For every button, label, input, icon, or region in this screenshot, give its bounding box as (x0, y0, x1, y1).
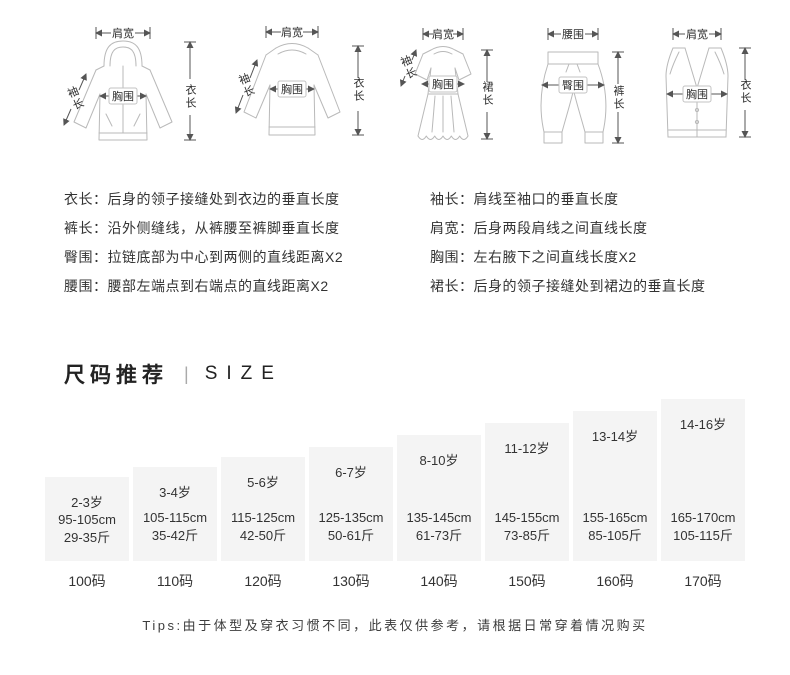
pants-measure-lines (540, 28, 624, 144)
dress-diagram: 肩宽 袖长 胸围 裙长 (397, 27, 494, 140)
definition-shoulder-width: 肩宽：后身两段肩线之间直线长度 (430, 220, 648, 236)
age-range: 6-7岁 (335, 465, 367, 480)
height-range: 95-105cm (58, 512, 116, 527)
height-range: 125-135cm (318, 510, 384, 525)
size-code: 100码 (68, 573, 106, 589)
weight-range: 105-115斤 (673, 528, 733, 543)
size-code: 170码 (684, 573, 722, 589)
age-range: 5-6岁 (247, 475, 279, 490)
pants-hip-label: 臀围 (562, 79, 584, 92)
jacket-chest-label: 胸围 (112, 89, 134, 103)
definition-garment-length: 衣长：后身的领子接缝处到衣边的垂直长度 (64, 191, 340, 207)
hooded-jacket-diagram: 肩宽 袖长 胸围 衣长 (63, 26, 197, 141)
pants-diagram: 腰围 臀围 裤长 (540, 28, 625, 144)
height-range: 165-170cm (670, 510, 736, 525)
size-code: 120码 (244, 573, 282, 589)
definition-pants-length: 裤长：沿外侧缝线，从裤腰至裤脚垂直长度 (64, 220, 340, 236)
size-range-box-100: 2-3岁 95-105cm 29-35斤 (45, 477, 129, 561)
size-section-title: 尺码推荐 | SIZE (64, 359, 790, 389)
age-range: 13-14岁 (591, 429, 639, 444)
age-range: 8-10岁 (419, 453, 459, 468)
weight-range: 29-35斤 (63, 530, 111, 545)
definition-skirt-length: 裙长：后身的领子接缝处到裙边的垂直长度 (430, 278, 706, 294)
weight-range: 61-73斤 (415, 528, 463, 543)
sweatshirt-chest-label-box (277, 80, 307, 98)
height-range: 105-115cm (142, 510, 208, 525)
vest-chest-label-box (682, 85, 712, 103)
size-range-box-120: 5-6岁 115-125cm 42-50斤 (221, 457, 305, 561)
dress-shoulder-label: 肩宽 (432, 27, 454, 41)
jacket-shoulder-label: 肩宽 (112, 26, 134, 40)
jacket-chest-label-box (108, 87, 138, 105)
size-range-box-140: 8-10岁 135-145cm 61-73斤 (397, 435, 481, 561)
weight-range: 85-105斤 (588, 528, 642, 543)
definitions-right-column: 袖长：肩线至袖口的垂直长度 肩宽：后身两段肩线之间直线长度 胸围：左右腋下之间直… (430, 185, 750, 301)
sweatshirt-measure-lines (235, 26, 365, 136)
dress-skirt-length-label: 裙长 (481, 81, 494, 107)
vest-measure-lines (666, 28, 751, 138)
definition-chest: 胸围：左右腋下之间直线长度X2 (430, 249, 637, 265)
dress-chest-label: 胸围 (432, 77, 454, 91)
weight-range: 50-61斤 (327, 528, 375, 543)
sweatshirt-diagram: 肩宽 袖长 胸围 衣长 (235, 25, 365, 136)
size-code: 140码 (420, 573, 458, 589)
jacket-sleeve-label: 袖长 (64, 83, 86, 113)
pants-waist-label: 腰围 (562, 28, 584, 41)
size-code: 110码 (156, 573, 194, 589)
pants-hip-label-box (558, 76, 588, 94)
size-title-cn: 尺码推荐 (64, 364, 168, 387)
size-chart: 2-3岁 95-105cm 29-35斤 3-4岁 105-115cm 35-4… (45, 399, 745, 561)
weight-range: 73-85斤 (503, 528, 551, 543)
age-range: 11-12岁 (504, 441, 550, 456)
pants-outline (540, 51, 607, 144)
sweatshirt-length-label: 衣长 (352, 76, 365, 103)
vest-diagram: 肩宽 胸围 衣长 (665, 27, 752, 138)
definition-hip: 臀围：拉链底部为中心到两侧的直线距离X2 (64, 249, 344, 265)
age-range: 3-4岁 (159, 485, 191, 500)
vest-length-label: 衣长 (739, 78, 752, 105)
tips-text: Tips:由于体型及穿衣习惯不同，此表仅供参考，请根据日常穿着情况购买 (142, 618, 648, 633)
size-range-box-150: 11-12岁 145-155cm 73-85斤 (485, 423, 569, 561)
pants-length-label: 裤长 (612, 84, 625, 111)
height-range: 135-145cm (406, 510, 472, 525)
jacket-length-label: 衣长 (184, 83, 197, 110)
measure-definitions: 衣长：后身的领子接缝处到衣边的垂直长度 裤长：沿外侧缝线，从裤腰至裤脚垂直长度 … (0, 167, 790, 301)
weight-range: 42-50斤 (239, 528, 287, 543)
size-range-box-110: 3-4岁 105-115cm 35-42斤 (133, 467, 217, 561)
vest-chest-label: 胸围 (686, 87, 708, 101)
measurement-diagrams: 肩宽 袖长 胸围 衣长 (0, 0, 790, 167)
size-range-box-130: 6-7岁 125-135cm 50-61斤 (309, 447, 393, 561)
size-code-row: 100码 110码 120码 130码 140码 150码 160码 170码 (45, 571, 745, 591)
vest-shoulder-label: 肩宽 (686, 27, 708, 41)
dress-outline (414, 46, 471, 140)
sweatshirt-sleeve-label: 袖长 (236, 70, 257, 100)
sweatshirt-chest-label: 胸围 (281, 82, 303, 96)
size-code: 150码 (508, 573, 546, 589)
definitions-left-column: 衣长：后身的领子接缝处到衣边的垂直长度 裤长：沿外侧缝线，从裤腰至裤脚垂直长度 … (64, 185, 430, 301)
age-range: 14-16岁 (679, 417, 727, 432)
height-range: 145-155cm (494, 510, 560, 525)
age-range: 2-3岁 (71, 495, 103, 510)
size-title-en: SIZE (204, 363, 283, 384)
jacket-measure-lines (63, 27, 196, 141)
size-range-box-160: 13-14岁 155-165cm 85-105斤 (573, 411, 657, 561)
title-divider: | (184, 363, 189, 384)
height-range: 115-125cm (230, 510, 296, 525)
definition-waist: 腰围：腰部左端点到右端点的直线距离X2 (64, 278, 329, 294)
definition-sleeve-length: 袖长：肩线至袖口的垂直长度 (430, 191, 619, 207)
dress-measure-lines (399, 28, 493, 140)
size-code: 130码 (332, 573, 370, 589)
size-code: 160码 (596, 573, 634, 589)
dress-chest-label-box (428, 75, 457, 93)
sweatshirt-shoulder-label: 肩宽 (281, 25, 303, 39)
size-range-box-170: 14-16岁 165-170cm 105-115斤 (661, 399, 745, 561)
weight-range: 35-42斤 (151, 528, 199, 543)
height-range: 155-165cm (582, 510, 648, 525)
dress-sleeve-label: 袖长 (397, 52, 419, 82)
sweatshirt-outline (243, 43, 341, 136)
